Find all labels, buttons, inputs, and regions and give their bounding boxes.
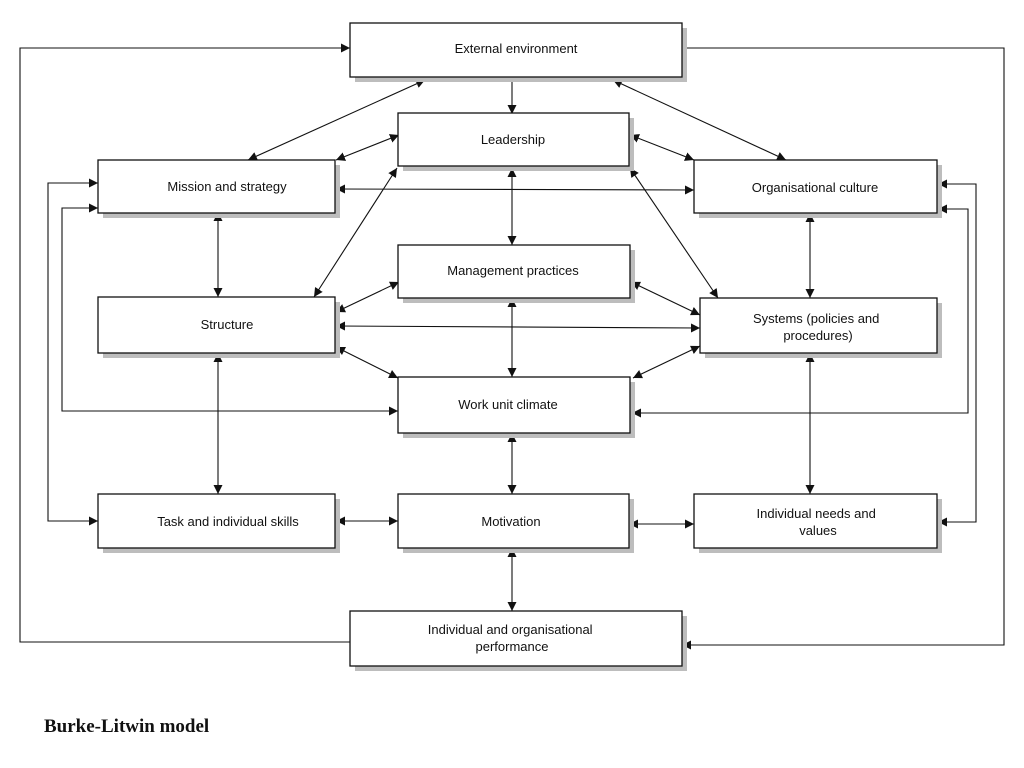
arrow-culture-climate-loop: [632, 204, 969, 418]
arrow-env-culture: [612, 79, 787, 161]
box-organisational-culture: Organisational culture: [693, 159, 942, 218]
svg-text:Organisational culture: Organisational culture: [752, 180, 878, 195]
connectors: [19, 43, 1005, 650]
svg-text:Task and individual skills: Task and individual skills: [157, 514, 299, 529]
svg-text:Individual and organisational: Individual and organisational performanc…: [428, 622, 596, 654]
svg-text:Mission and strategy: Mission and strategy: [167, 179, 287, 194]
svg-text:Motivation: Motivation: [481, 514, 540, 529]
arrow-leadership-culture: [629, 134, 695, 161]
arrow-systems-climate: [632, 345, 701, 379]
box-systems: Systems (policies and procedures): [699, 297, 942, 358]
diagram-caption: Burke-Litwin model: [44, 716, 210, 737]
arrow-management-systems: [630, 281, 701, 316]
svg-text:Leadership: Leadership: [481, 132, 545, 147]
box-structure: Structure: [97, 296, 340, 358]
arrow-env-mission: [247, 79, 426, 161]
svg-text:Management practices: Management practices: [447, 263, 579, 278]
svg-text:Systems (policies and: Systems (policies and procedures): [753, 311, 883, 343]
box-mission-and-strategy: Mission and strategy: [97, 159, 340, 218]
arrow-leadership-mission: [335, 134, 400, 161]
svg-text:Structure: Structure: [201, 317, 254, 332]
boxes: External environment Leadership Mission …: [97, 22, 942, 671]
arrow-mission-culture: [335, 184, 695, 195]
feedback-loop-right: [682, 47, 1005, 650]
svg-text:External environment: External environment: [455, 41, 578, 56]
box-external-environment: External environment: [349, 22, 687, 82]
svg-text:Individual needs and v: Individual needs and values: [757, 506, 880, 538]
box-task-and-individual-skills: Task and individual skills: [97, 493, 340, 553]
arrow-culture-needs-loop: [938, 179, 977, 527]
arrow-mission-climate-loop: [61, 203, 398, 416]
box-work-unit-climate: Work unit climate: [397, 376, 635, 438]
box-individual-and-organisational-performance: Individual and organisational performanc…: [349, 610, 687, 671]
arrow-management-structure: [335, 281, 400, 313]
box-management-practices: Management practices: [397, 244, 635, 303]
arrow-structure-systems: [335, 321, 701, 333]
arrow-mission-task-loop: [47, 178, 98, 526]
box-motivation: Motivation: [397, 493, 634, 553]
feedback-loop-left: [19, 43, 350, 643]
box-leadership: Leadership: [397, 112, 634, 171]
box-individual-needs-and-values: Individual needs and values: [693, 493, 942, 553]
svg-text:Work unit climate: Work unit climate: [458, 397, 557, 412]
arrow-structure-climate: [335, 346, 399, 379]
